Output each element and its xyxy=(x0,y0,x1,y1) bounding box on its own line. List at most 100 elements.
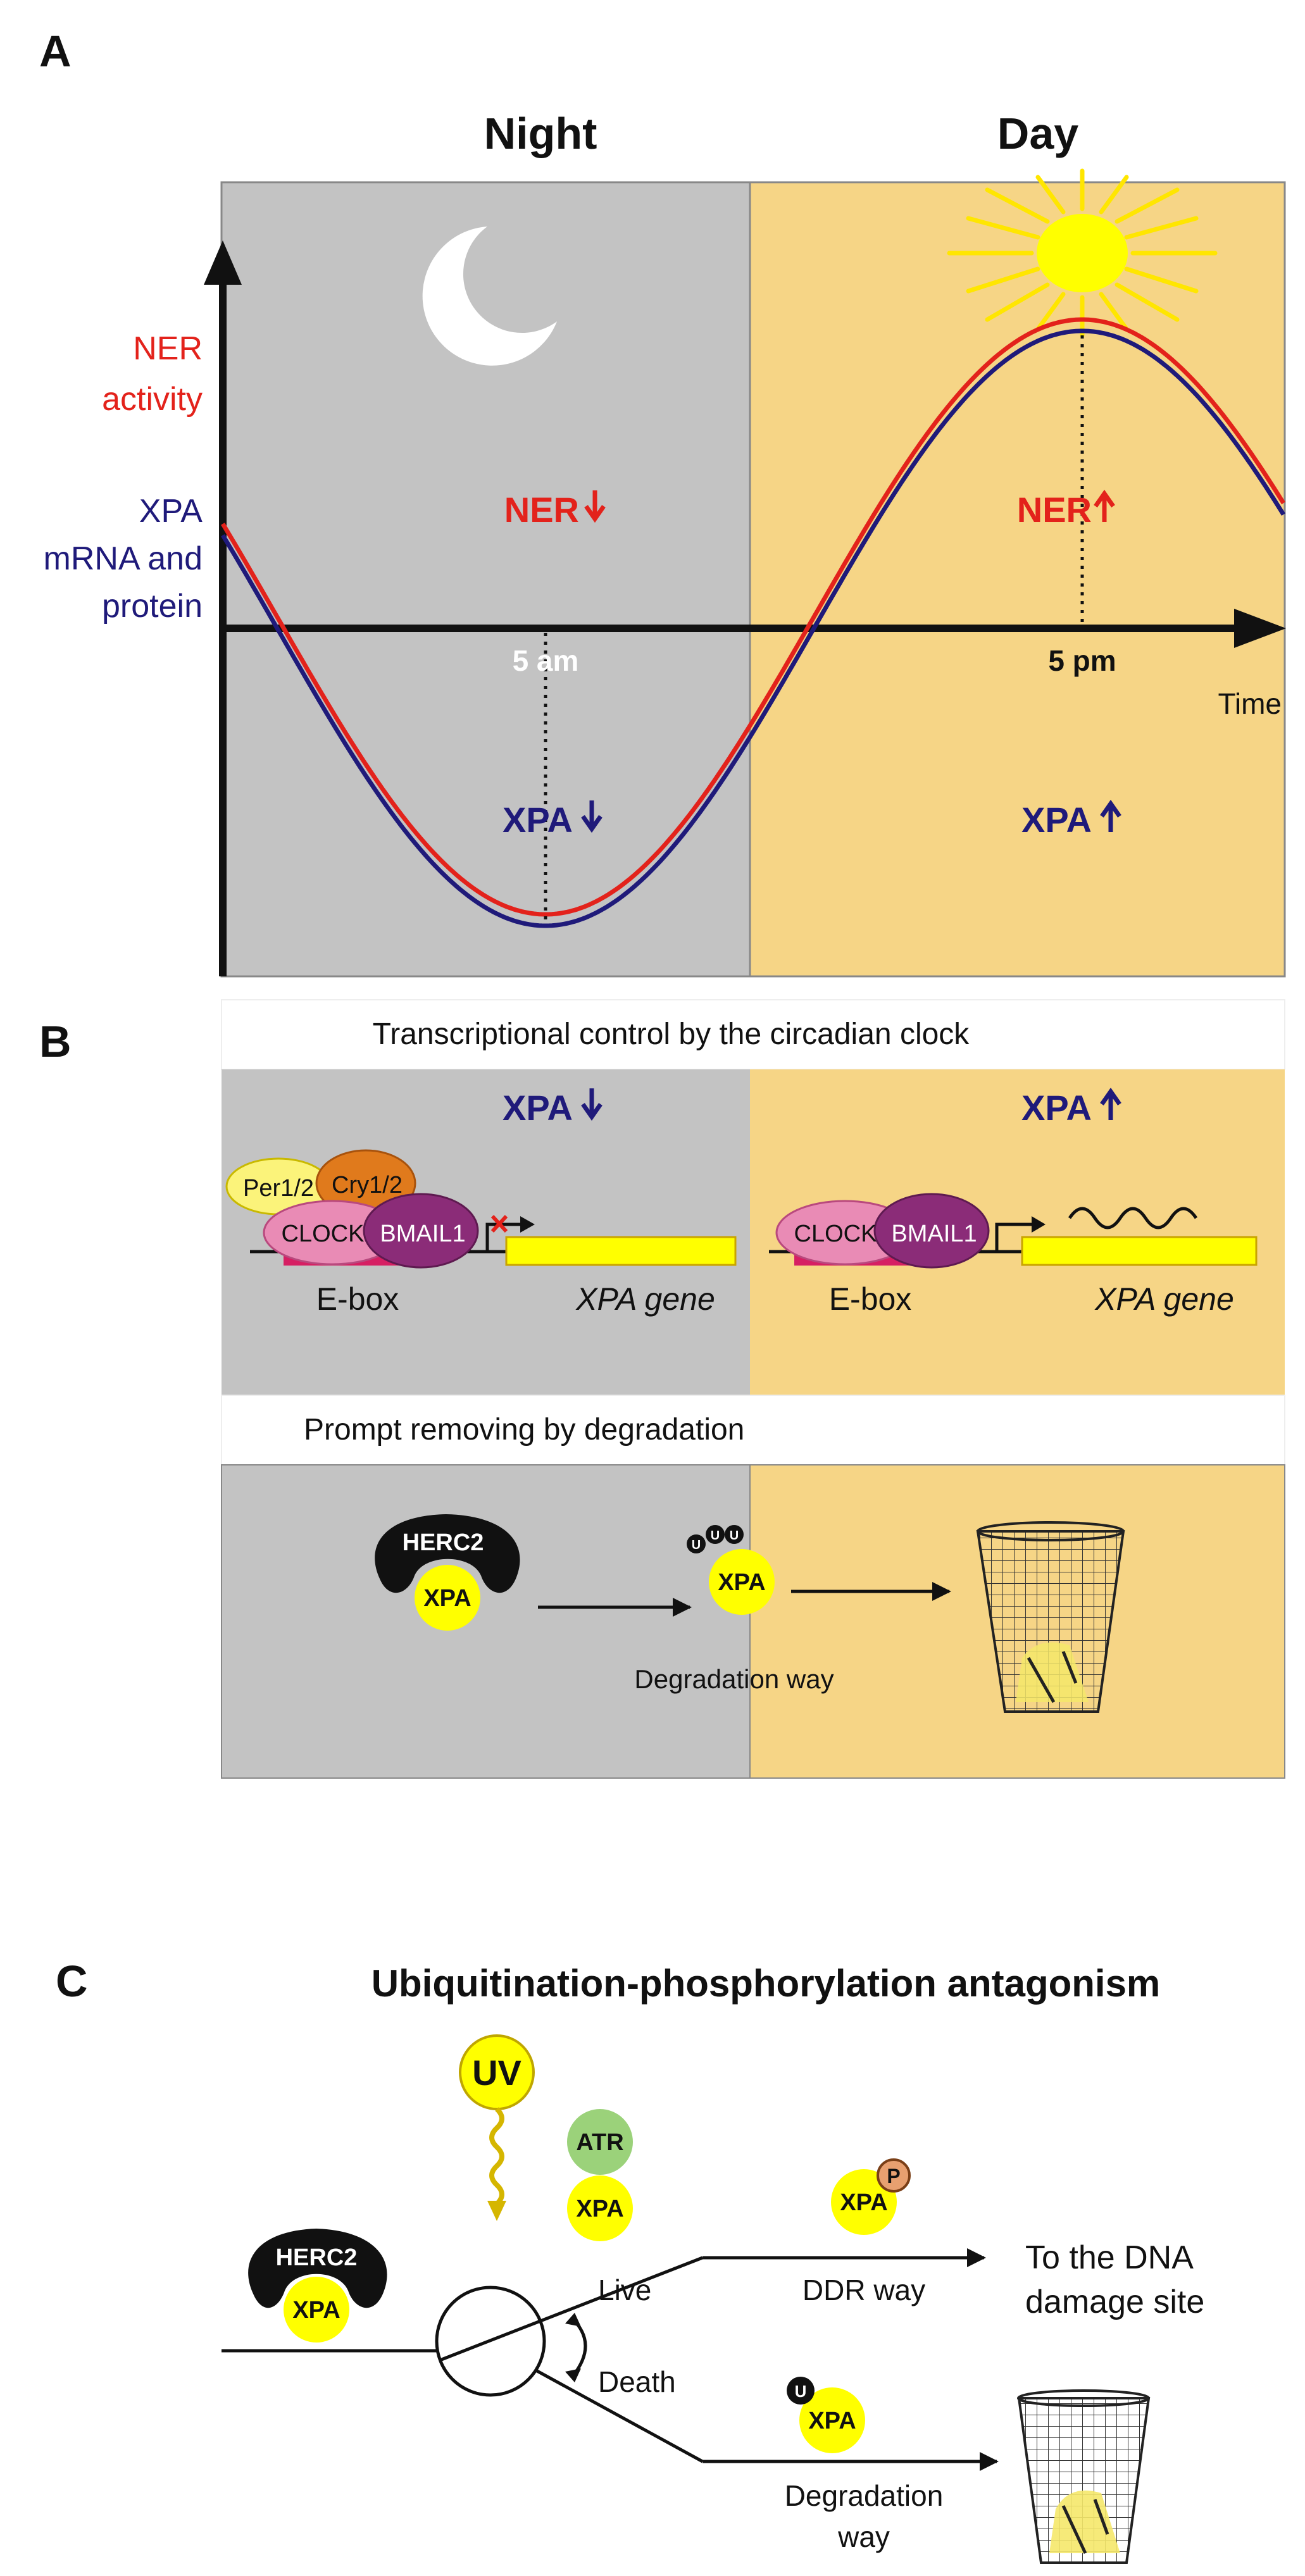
switch-arrow-icon xyxy=(571,2318,587,2377)
transcription-header: Transcriptional control by the circadian… xyxy=(373,1017,970,1051)
ubiquitin-u2: U xyxy=(711,1529,720,1543)
ner-down-label: NER xyxy=(504,490,579,530)
night-label: Night xyxy=(484,109,597,158)
xpa-gene-box-left xyxy=(505,1236,737,1266)
night-background xyxy=(220,181,751,978)
transcription-header-band xyxy=(221,999,1285,1070)
degradation-night-bg xyxy=(221,1464,751,1779)
phosphate-badge xyxy=(877,2158,911,2193)
xpa-atr-label: XPA xyxy=(576,2196,623,2222)
xpa-herc2-circle xyxy=(284,2277,349,2343)
ubiquitin-badge xyxy=(687,1534,706,1553)
herc2-label: HERC2 xyxy=(403,1529,484,1556)
herc2-shape xyxy=(375,1514,520,1593)
ebox-label-left: E-box xyxy=(316,1281,399,1317)
gene-label-right: XPA gene xyxy=(1094,1281,1234,1317)
xpa-u-circle xyxy=(799,2387,865,2453)
trash-bin-icon xyxy=(976,1521,1125,1713)
bmail1-protein-right xyxy=(873,1193,990,1269)
dna-site-line2: damage site xyxy=(1025,2284,1204,2320)
xpa-ubiq-label: XPA xyxy=(718,1569,765,1596)
time-5am: 5 am xyxy=(513,644,579,677)
uv-label: UV xyxy=(472,2053,521,2093)
arrow-down-icon xyxy=(584,490,606,523)
bmail1-protein-left xyxy=(363,1193,479,1269)
panel-label-a: A xyxy=(39,27,72,76)
ebox-label-right: E-box xyxy=(829,1281,912,1317)
day-label: Day xyxy=(997,109,1078,158)
panel-c: C Ubiquitination-phosphorylation antagon… xyxy=(56,1957,1204,2564)
ubiquitin-badge-c xyxy=(787,2377,815,2405)
day-background xyxy=(749,181,1286,978)
atr-label: ATR xyxy=(576,2129,623,2156)
phosphate-label: P xyxy=(887,2165,900,2187)
degradation-way-label: Degradation way xyxy=(634,1664,834,1694)
xpa-down-label: XPA xyxy=(503,800,573,840)
xpa-herc2-label: XPA xyxy=(292,2297,340,2324)
uv-wave-icon xyxy=(489,2107,504,2206)
atr-circle xyxy=(567,2109,633,2175)
sun-icon xyxy=(947,168,1218,338)
mrna-wave-icon xyxy=(1068,1207,1198,1229)
x-axis-arrowhead xyxy=(1234,609,1286,648)
time-axis-label: Time xyxy=(1218,687,1282,720)
bmail1-label-left: BMAIL1 xyxy=(380,1221,465,1247)
xpa-up-label-b: XPA xyxy=(1021,1088,1092,1128)
night-promoter: Per1/2 Cry1/2 CLOCK BMAIL1 E-box XPA gen… xyxy=(225,1149,737,1317)
panel-label-b: B xyxy=(39,1017,72,1066)
xpa-expression-curve xyxy=(221,328,1285,928)
ner-up-label: NER xyxy=(1017,490,1092,530)
live-branch-line xyxy=(439,2256,703,2362)
panel-a: A Night Day xyxy=(39,27,1286,978)
clock-label-right: CLOCK xyxy=(794,1221,877,1247)
y-label-xpa-line1: XPA xyxy=(139,493,203,530)
day-promoter: CLOCK BMAIL1 E-box XPA gene xyxy=(769,1193,1258,1317)
xpa-up-label: XPA xyxy=(1021,800,1092,840)
arrow-up-icon xyxy=(1100,1087,1121,1120)
xpa-gene-box-right xyxy=(1021,1236,1258,1266)
death-label: Death xyxy=(598,2365,676,2398)
degradation-label-line2: way xyxy=(837,2520,890,2553)
death-branch-line xyxy=(534,2368,704,2463)
y-label-ner-line1: NER xyxy=(133,330,203,367)
dna-site-line1: To the DNA xyxy=(1025,2239,1194,2276)
ubiquitin-badge xyxy=(725,1525,744,1544)
degradation-header: Prompt removing by degradation xyxy=(304,1413,744,1447)
xpa-u-label: XPA xyxy=(808,2408,856,2434)
panel-c-title: Ubiquitination-phosphorylation antagonis… xyxy=(372,1962,1161,2005)
xpa-ubiq-circle xyxy=(709,1549,775,1615)
y-axis-arrowhead xyxy=(204,240,242,285)
y-label-ner-line2: activity xyxy=(102,381,203,418)
clock-label-left: CLOCK xyxy=(282,1221,365,1247)
xpa-down-label-b: XPA xyxy=(503,1088,573,1128)
ddr-way-label: DDR way xyxy=(802,2274,925,2306)
bmail1-label-right: BMAIL1 xyxy=(891,1221,977,1247)
cry-label: Cry1/2 xyxy=(332,1172,403,1198)
degradation-label-line1: Degradation xyxy=(785,2479,944,2512)
blocked-x-icon xyxy=(490,1214,508,1233)
degradation-header-band xyxy=(221,1395,1285,1465)
moon-icon xyxy=(422,227,557,366)
ubiquitin-u3: U xyxy=(730,1529,739,1543)
arrow-up-icon xyxy=(1100,799,1121,832)
ubiquitin-u1: U xyxy=(692,1538,701,1552)
per-label: Per1/2 xyxy=(243,1175,314,1202)
herc2-label-c: HERC2 xyxy=(276,2244,358,2271)
arrow-up-icon xyxy=(1094,489,1115,522)
xpa-bound-circle xyxy=(415,1565,480,1631)
xpa-p-label: XPA xyxy=(840,2189,887,2216)
gene-label-left: XPA gene xyxy=(575,1281,715,1317)
herc2-shape-c xyxy=(248,2229,387,2308)
ner-activity-curve xyxy=(221,317,1285,917)
trash-bin-icon xyxy=(1017,2389,1151,2564)
xpa-bound-label: XPA xyxy=(423,1585,471,1612)
ubiquitin-label-c: U xyxy=(795,2382,807,2401)
y-label-xpa-line3: protein xyxy=(102,588,203,625)
ubiquitin-badge xyxy=(706,1525,725,1544)
panel-b: B Transcriptional control by the circadi… xyxy=(39,999,1285,1779)
uv-arrowhead xyxy=(487,2201,506,2221)
panel-label-c: C xyxy=(56,1957,88,2006)
live-label: Live xyxy=(598,2274,651,2306)
